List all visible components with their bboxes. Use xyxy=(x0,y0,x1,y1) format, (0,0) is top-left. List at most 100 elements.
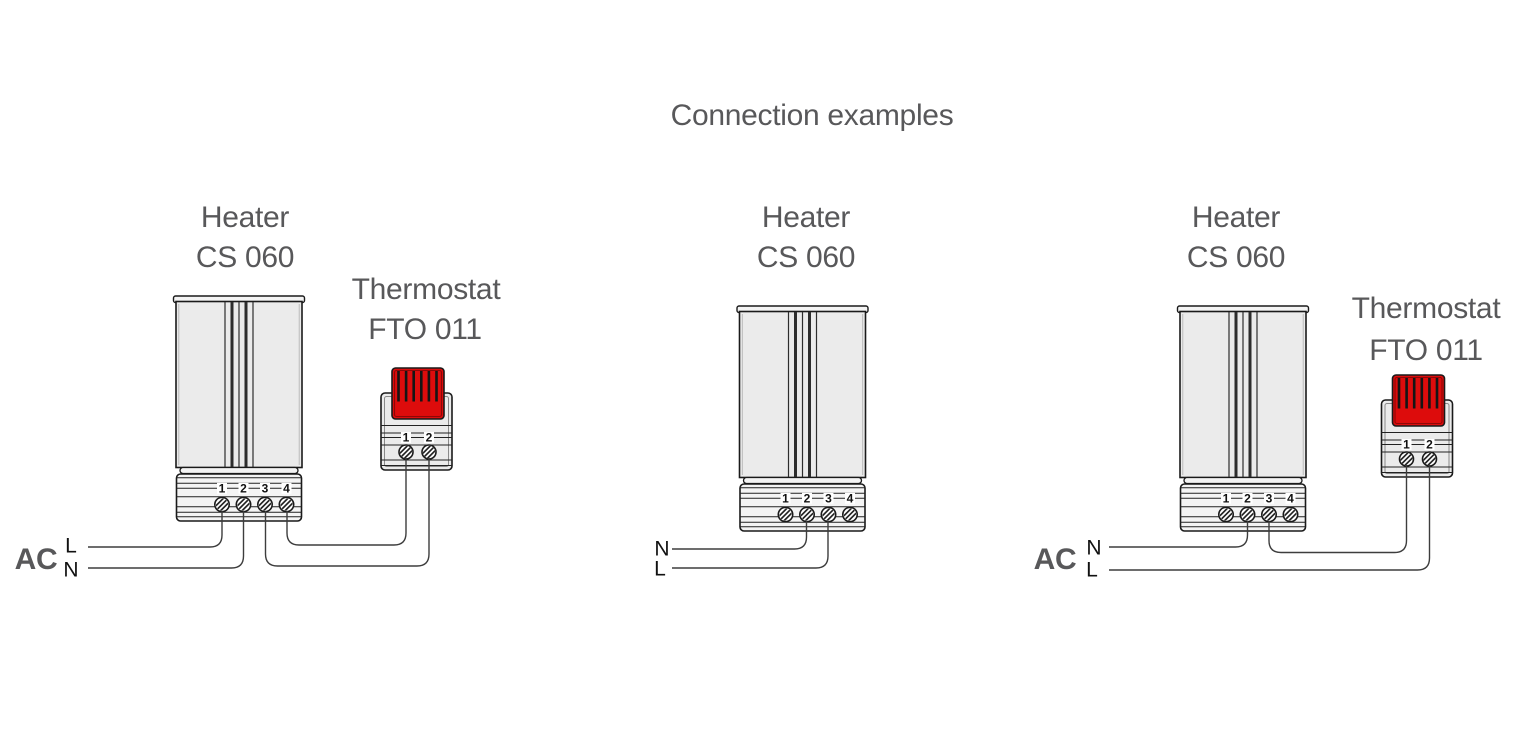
line-l-label: L xyxy=(654,557,666,581)
terminal-number-bg xyxy=(281,482,292,494)
terminal-screw xyxy=(398,444,414,460)
wire-heater-4-to-thermostat-1 xyxy=(286,458,407,546)
knob-grip-ridges-icon xyxy=(1397,378,1439,409)
terminal-number: 4 xyxy=(847,492,854,506)
screw-slot-hatch-icon xyxy=(799,506,815,523)
heater-label-line1: Heater xyxy=(1191,201,1281,234)
wire-n-to-heater-2 xyxy=(672,521,808,550)
terminal-screw xyxy=(257,496,273,513)
heater-lip xyxy=(742,476,863,485)
terminal-screw xyxy=(777,506,794,523)
screw-slot-hatch-icon xyxy=(421,444,437,460)
screw-slot-hatch-icon xyxy=(1421,451,1438,467)
screw-slot-hatch-icon xyxy=(257,496,273,513)
terminal-number: 1 xyxy=(219,482,226,496)
terminal-number-bg xyxy=(217,482,227,494)
terminal-screw xyxy=(842,506,858,523)
screw-slot-hatch-icon xyxy=(1398,451,1415,467)
terminal-number-bg xyxy=(1401,439,1412,450)
terminal-number: 1 xyxy=(782,492,789,506)
terminal-screw xyxy=(799,506,815,523)
terminal-screw xyxy=(278,496,295,513)
screw-slot-hatch-icon xyxy=(235,496,252,513)
wire-l-to-heater-3 xyxy=(672,521,829,569)
wire-n-to-heater-2 xyxy=(88,511,245,569)
heater-lip xyxy=(1183,476,1303,485)
terminal-screw xyxy=(421,444,437,460)
thermostat-label-line2: FTO 011 xyxy=(368,313,482,346)
heater-lip xyxy=(179,466,299,475)
line-l-label: L xyxy=(65,534,77,558)
terminal-number: 2 xyxy=(804,492,811,506)
terminal-screw xyxy=(1398,451,1415,467)
ac-source-label: AC xyxy=(14,543,58,576)
screw-slot-hatch-icon xyxy=(820,506,837,523)
thermostat-label-line1: Thermostat xyxy=(1351,292,1501,325)
terminal-screw xyxy=(1261,506,1277,523)
screw-slot-hatch-icon xyxy=(1261,506,1277,523)
line-l-label: L xyxy=(1086,558,1098,582)
heater-label-line1: Heater xyxy=(200,201,290,234)
terminal-screw xyxy=(1421,451,1438,467)
terminal-number-bg xyxy=(1424,439,1435,450)
terminal-number-bg xyxy=(802,492,812,504)
page-title: Connection examples xyxy=(670,99,954,132)
wire-l-to-heater-1 xyxy=(88,511,223,548)
screw-slot-hatch-icon xyxy=(398,444,414,460)
terminal-number-bg xyxy=(780,492,791,504)
terminal-screw xyxy=(1282,506,1299,523)
thermostat-label-line1: Thermostat xyxy=(351,273,501,306)
line-n-label: N xyxy=(63,558,79,582)
thermostat-label-line2: FTO 011 xyxy=(1369,334,1483,367)
screw-slot-hatch-icon xyxy=(214,496,230,513)
screw-slot-hatch-icon xyxy=(278,496,295,513)
wire-heater-3-to-thermostat-2 xyxy=(264,458,430,567)
terminal-screw xyxy=(235,496,252,513)
line-n-label: N xyxy=(654,537,670,561)
line-n-label: N xyxy=(1086,536,1102,560)
terminal-number-bg xyxy=(260,482,270,494)
heater-louver-slats xyxy=(1228,312,1258,477)
screw-slot-hatch-icon xyxy=(1239,506,1256,523)
terminal-number: 2 xyxy=(240,482,247,496)
terminal-number: 2 xyxy=(1426,438,1433,452)
terminal-number-bg xyxy=(823,492,834,504)
screw-slot-hatch-icon xyxy=(842,506,858,523)
heater-louver-slats xyxy=(224,302,254,467)
terminal-number-bg xyxy=(1221,492,1231,504)
terminal-screw xyxy=(1239,506,1256,523)
terminal-number-bg xyxy=(1242,492,1253,504)
terminal-screw xyxy=(820,506,837,523)
terminal-number-bg xyxy=(845,492,855,504)
terminal-number-bg xyxy=(424,432,434,443)
heater-label-line2: CS 060 xyxy=(1186,241,1286,274)
terminal-number: 1 xyxy=(403,431,410,445)
terminal-number-bg xyxy=(401,432,411,443)
wire-heater-3-to-thermostat-1 xyxy=(1268,465,1408,554)
terminal-number: 3 xyxy=(262,482,269,496)
wire-l-to-thermostat-2 xyxy=(1109,465,1431,571)
terminal-number: 4 xyxy=(283,482,290,496)
terminal-number: 3 xyxy=(1266,492,1273,506)
ac-source-label: AC xyxy=(1033,543,1077,576)
screw-slot-hatch-icon xyxy=(777,506,794,523)
heater-louver-slats xyxy=(787,312,818,477)
screw-slot-hatch-icon xyxy=(1282,506,1299,523)
terminal-number-bg xyxy=(1264,492,1274,504)
heater-label-line2: CS 060 xyxy=(195,241,295,274)
terminal-number: 2 xyxy=(1244,492,1251,506)
terminal-number-bg xyxy=(238,482,249,494)
terminal-number: 2 xyxy=(426,431,433,445)
terminal-number: 1 xyxy=(1403,438,1410,452)
heater-label-line2: CS 060 xyxy=(756,241,856,274)
terminal-number: 4 xyxy=(1287,492,1294,506)
terminal-number-bg xyxy=(1285,492,1296,504)
knob-grip-ridges-icon xyxy=(397,371,438,402)
